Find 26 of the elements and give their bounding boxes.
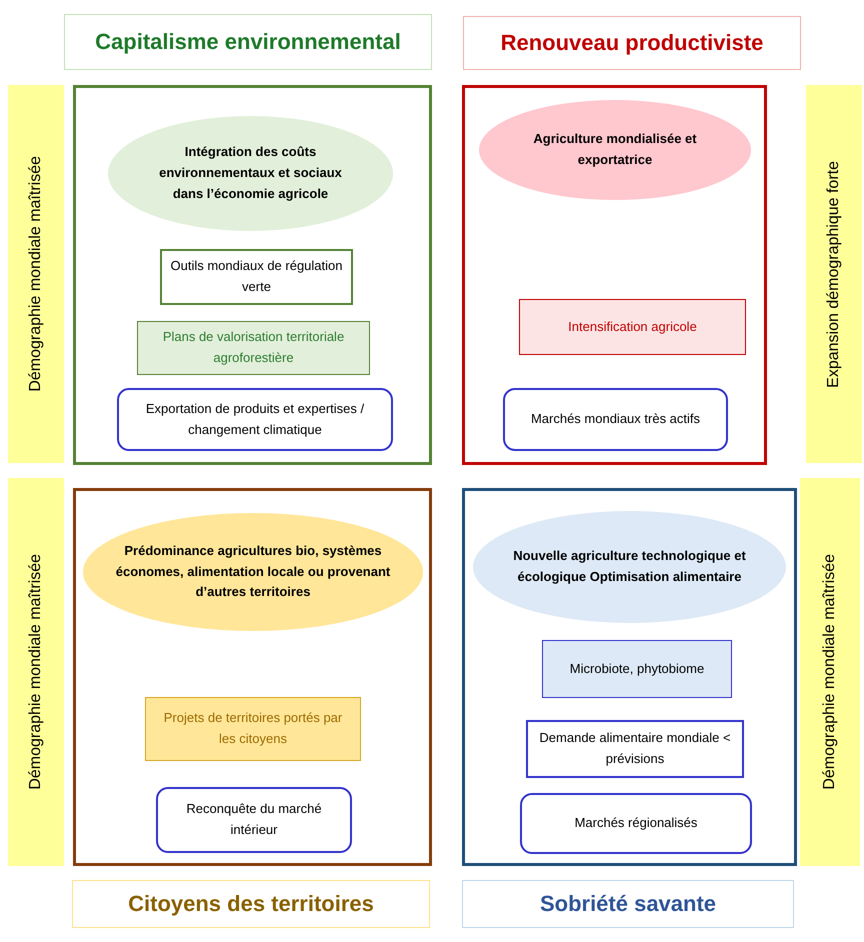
scenario-ellipse: Prédominance agricultures bio, systèmes économes, alimentation locale ou provenant d’autres territoires: [83, 513, 423, 631]
text-box: Outils mondiaux de régulation verte: [160, 249, 353, 305]
text-box: Microbiote, phytobiome: [542, 640, 732, 698]
title-box: Citoyens des territoires: [72, 880, 430, 928]
title-box: Renouveau productiviste: [463, 16, 801, 70]
quadrant-frame: [462, 85, 767, 465]
text-box: Marchés régionalisés: [520, 793, 752, 854]
axis-band: Démographie mondiale maîtrisée: [8, 478, 64, 866]
title-box: Capitalisme environnemental: [64, 14, 432, 70]
title-box: Sobriété savante: [462, 880, 794, 928]
text-box: Projets de territoires portés par les citoyens: [145, 697, 361, 761]
text-box: Marchés mondiaux très actifs: [503, 388, 728, 451]
text-box: Reconquête du marché intérieur: [156, 787, 352, 853]
quadrant-frame: [462, 488, 797, 866]
quadrant-frame: [73, 85, 432, 465]
text-box: Plans de valorisation territoriale agroforestière: [137, 321, 370, 375]
scenario-ellipse: Nouvelle agriculture technologique et écologique Optimisation alimentaire: [473, 511, 786, 623]
quadrant-frame: [73, 488, 432, 866]
axis-band: Démographie mondiale maîtrisée: [8, 85, 64, 463]
axis-band: Démographie mondiale maîtrisée: [800, 478, 860, 866]
scenario-ellipse: Intégration des coûts environnementaux et sociaux dans l’économie agricole: [108, 116, 393, 231]
text-box: Demande alimentaire mondiale < prévisions: [526, 720, 744, 778]
text-box: Intensification agricole: [519, 299, 746, 355]
scenario-ellipse: Agriculture mondialisée et exportatrice: [479, 100, 751, 200]
axis-band: Expansion démographique forte: [806, 85, 862, 463]
text-box: Exportation de produits et expertises / changement climatique: [117, 388, 393, 451]
